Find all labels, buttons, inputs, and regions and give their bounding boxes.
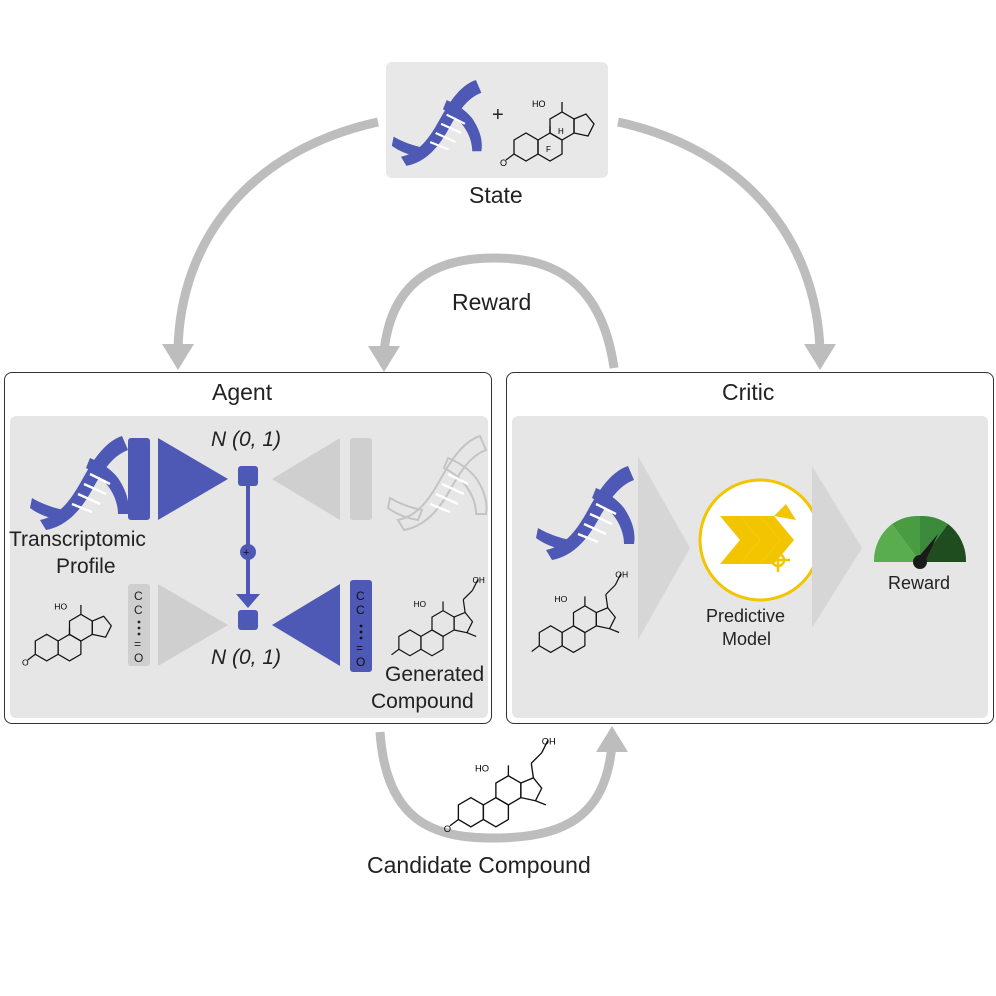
candidate-compound-label: Candidate Compound bbox=[367, 852, 591, 878]
reward-loop-label: Reward bbox=[452, 289, 532, 315]
generated-label-1: Generated bbox=[385, 663, 485, 686]
critic-title: Critic bbox=[722, 379, 775, 405]
agent-faded-dna-icon bbox=[386, 434, 488, 532]
svg-text:=: = bbox=[356, 641, 363, 655]
svg-text:O: O bbox=[134, 651, 143, 665]
agent-faded-encoder-triangle bbox=[158, 584, 228, 666]
svg-text:HO: HO bbox=[414, 600, 427, 609]
svg-text:C: C bbox=[356, 589, 365, 603]
state-ho-label: HO bbox=[532, 99, 546, 109]
svg-text:OH: OH bbox=[615, 569, 628, 579]
latent-node-bottom bbox=[238, 610, 258, 630]
agent-generated-molecule-icon: OH HO bbox=[390, 576, 485, 657]
svg-text:OH: OH bbox=[542, 737, 556, 747]
state-label: State bbox=[469, 182, 523, 208]
svg-text:HO: HO bbox=[555, 594, 568, 604]
svg-text:C: C bbox=[356, 603, 365, 617]
candidate-molecule-icon: OH HO O bbox=[444, 737, 556, 833]
agent-faded-decoder-triangle bbox=[272, 438, 340, 520]
critic-output-arrow bbox=[812, 466, 862, 628]
predictive-model-icon bbox=[698, 478, 822, 602]
agent-dna-icon bbox=[28, 434, 130, 532]
state-h-label: H bbox=[558, 127, 564, 136]
latent-normal-top: N (0, 1) bbox=[211, 428, 282, 451]
agent-generated-sequence: C C = O bbox=[356, 589, 365, 669]
agent-encoder-bar bbox=[128, 438, 150, 520]
reward-gauge-icon bbox=[873, 515, 967, 569]
critic-molecule-icon: OH HO bbox=[531, 569, 628, 654]
latent-node-top bbox=[238, 466, 258, 486]
agent-faded-bar bbox=[350, 438, 372, 520]
svg-text:O: O bbox=[356, 655, 365, 669]
agent-encoder-triangle bbox=[158, 438, 228, 520]
svg-text:O: O bbox=[22, 658, 29, 668]
agent-faded-sequence: C C = O bbox=[134, 589, 143, 665]
svg-text:HO: HO bbox=[54, 602, 67, 612]
agent-decoder-triangle bbox=[272, 584, 340, 666]
critic-input-arrow bbox=[638, 456, 690, 640]
latent-arrowhead bbox=[236, 594, 260, 608]
state-molecule-icon: HO O F H bbox=[500, 99, 595, 168]
state-plus: + bbox=[492, 104, 504, 126]
state-f-label: F bbox=[546, 145, 551, 154]
critic-reward-label: Reward bbox=[888, 573, 951, 593]
latent-normal-bottom: N (0, 1) bbox=[211, 646, 282, 669]
predictive-model-label-2: Model bbox=[722, 629, 772, 649]
svg-text:O: O bbox=[444, 824, 451, 832]
transcriptomic-label-1: Transcriptomic bbox=[9, 528, 146, 551]
agent-faded-seq-bar bbox=[128, 584, 150, 666]
agent-input-molecule-icon: HO O bbox=[22, 602, 112, 668]
critic-dna-icon bbox=[534, 464, 636, 562]
latent-plus-label: + bbox=[243, 547, 249, 559]
state-o-label: O bbox=[500, 158, 507, 168]
svg-text:HO: HO bbox=[475, 764, 489, 774]
svg-text:C: C bbox=[134, 603, 143, 617]
state-dna-icon bbox=[390, 78, 483, 167]
generated-label-2: Compound bbox=[371, 690, 474, 713]
predictive-model-label-1: Predictive bbox=[706, 606, 786, 626]
agent-diagram: + C C = O C C = O HO O OH HO bbox=[22, 434, 488, 672]
svg-text:=: = bbox=[134, 637, 141, 651]
svg-text:OH: OH bbox=[472, 576, 484, 585]
latent-sum-node bbox=[240, 544, 256, 560]
svg-text:C: C bbox=[134, 589, 143, 603]
transcriptomic-label-2: Profile bbox=[56, 555, 116, 578]
critic-diagram: OH HO bbox=[531, 456, 967, 654]
agent-title: Agent bbox=[212, 379, 273, 405]
